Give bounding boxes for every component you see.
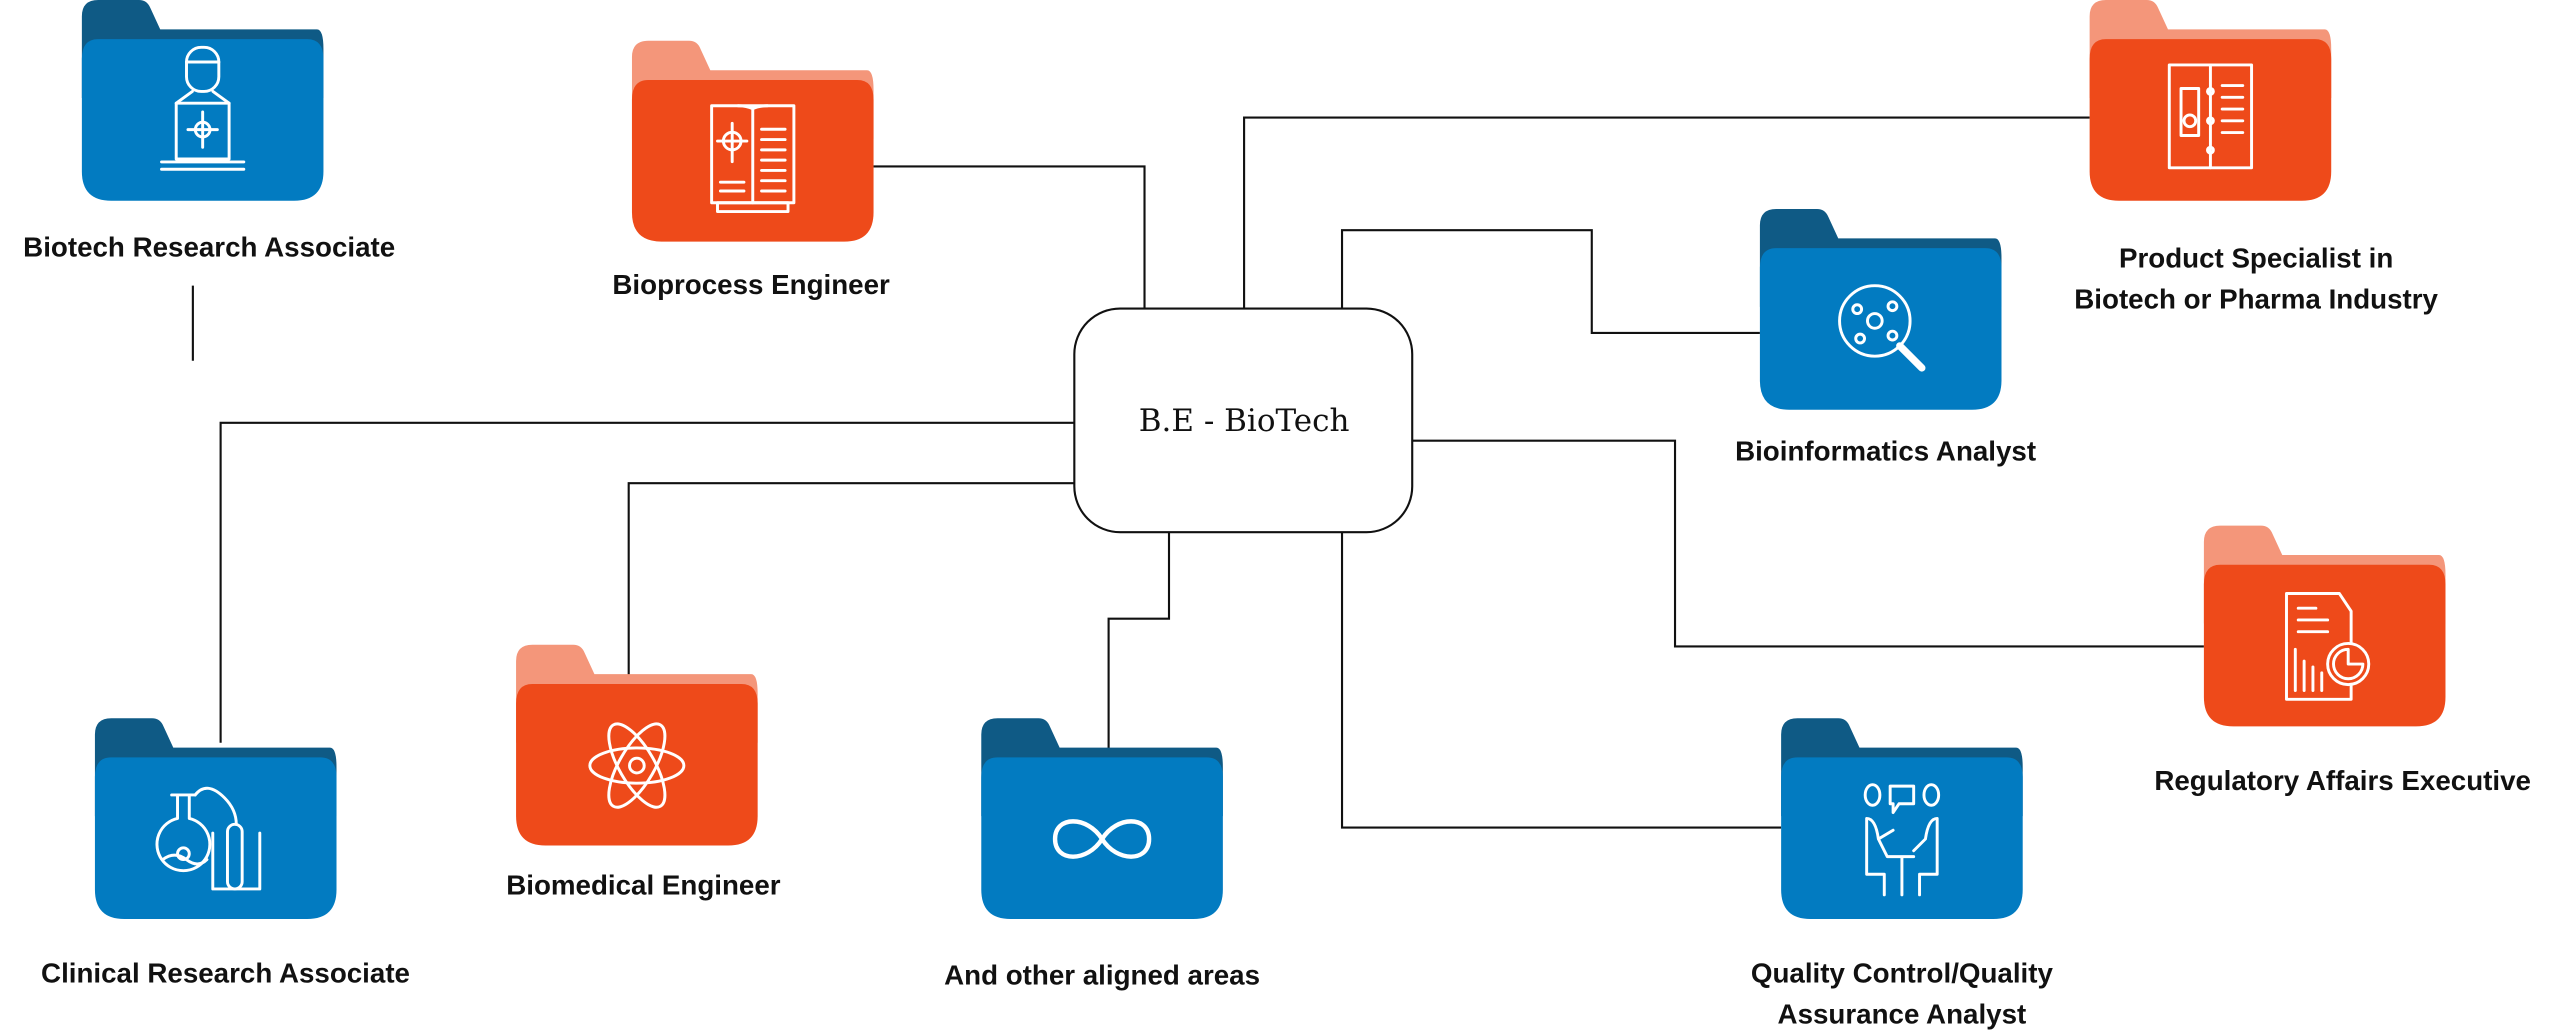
career-label: And other aligned areas bbox=[944, 959, 1260, 990]
center-label: B.E - BioTech bbox=[1139, 403, 1350, 439]
career-label: Regulatory Affairs Executive bbox=[2154, 765, 2531, 796]
folder-front-icon bbox=[1759, 248, 2002, 410]
career-node-biotech-research-associate[interactable]: Biotech Research Associate bbox=[23, 0, 395, 262]
lab-notebook-icon bbox=[2167, 63, 2254, 170]
folder-front-icon bbox=[1781, 757, 2023, 920]
career-label: Clinical Research Associate bbox=[41, 958, 410, 989]
career-label: Product Specialist in bbox=[2119, 243, 2393, 274]
folder-front-icon bbox=[2203, 564, 2446, 727]
connector-biomedical bbox=[627, 482, 1075, 686]
career-label: Bioinformatics Analyst bbox=[1735, 435, 2036, 466]
career-label: Biomedical Engineer bbox=[506, 870, 781, 901]
connector-clinical bbox=[219, 421, 1075, 743]
open-book-icon bbox=[710, 104, 796, 214]
center-node: B.E - BioTech bbox=[1073, 307, 1414, 534]
connector-bioprocess bbox=[873, 165, 1146, 309]
career-node-regulatory-affairs-executive[interactable]: Regulatory Affairs Executive bbox=[2154, 525, 2531, 796]
connector-regulatory bbox=[1412, 439, 2204, 648]
molecule-magnifier-icon bbox=[1838, 284, 1926, 372]
scientist-laptop-icon bbox=[160, 45, 246, 171]
connectors bbox=[191, 116, 2204, 829]
infinity-icon bbox=[1052, 819, 1152, 859]
career-label: Bioprocess Engineer bbox=[612, 269, 890, 300]
meeting-icon bbox=[1863, 783, 1941, 897]
career-label: Biotech Research Associate bbox=[23, 231, 395, 262]
lab-flask-icon bbox=[155, 786, 262, 891]
connector-qc-qa bbox=[1340, 532, 1782, 829]
career-node-product-specialist[interactable]: Product Specialist in Biotech or Pharma I… bbox=[2074, 0, 2439, 315]
folder-front-icon bbox=[94, 757, 337, 920]
connector-bioinformatics bbox=[1340, 229, 1760, 335]
career-node-other-aligned-areas[interactable]: And other aligned areas bbox=[944, 718, 1260, 990]
report-chart-icon bbox=[2285, 592, 2371, 701]
career-label: Biotech or Pharma Industry bbox=[2074, 284, 2438, 315]
connector-product-specialist bbox=[1243, 116, 2090, 309]
career-label: Assurance Analyst bbox=[1778, 998, 2027, 1029]
career-node-bioinformatics-analyst[interactable]: Bioinformatics Analyst bbox=[1735, 208, 2036, 466]
connector-other bbox=[1107, 532, 1171, 760]
folder-front-icon bbox=[516, 683, 758, 846]
career-node-bioprocess-engineer[interactable]: Bioprocess Engineer bbox=[612, 40, 890, 300]
career-node-clinical-research-associate[interactable]: Clinical Research Associate bbox=[41, 718, 410, 989]
career-node-biomedical-engineer[interactable]: Biomedical Engineer bbox=[506, 644, 781, 901]
career-label: Quality Control/Quality bbox=[1751, 958, 2054, 989]
